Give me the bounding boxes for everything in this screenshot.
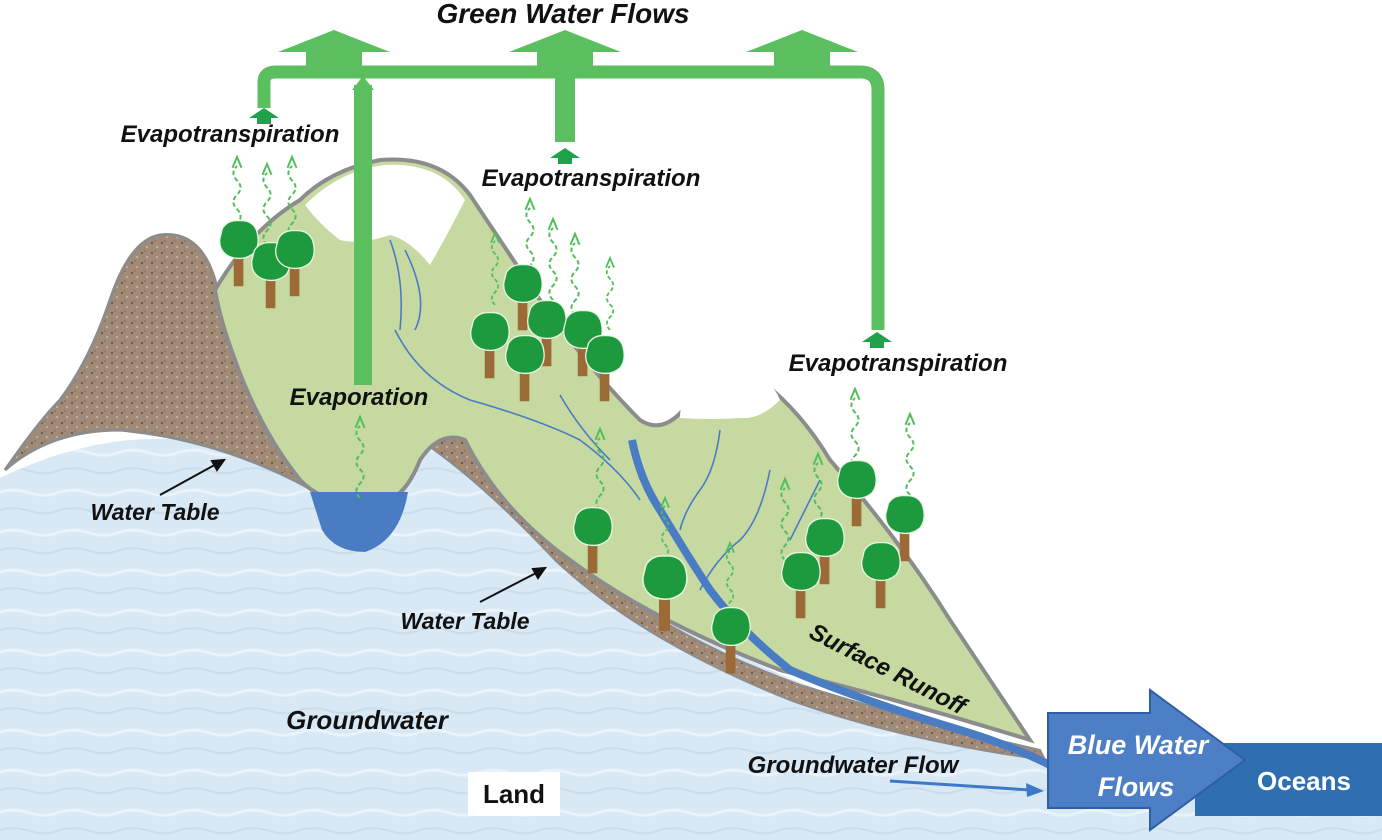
label-evapotranspiration-left: Evapotranspiration: [121, 121, 340, 148]
lake: [310, 492, 408, 552]
streams: [389, 239, 821, 591]
snow-cap-right: [680, 367, 780, 419]
evaporation-arrowhead: [352, 76, 374, 90]
label-blue-water-line2: Flows: [1098, 772, 1175, 802]
label-evaporation: Evaporation: [290, 384, 429, 411]
label-land: Land: [483, 779, 545, 809]
center-flow-column: [555, 70, 575, 142]
title: Green Water Flows: [436, 0, 689, 29]
label-blue-water-line1: Blue Water: [1068, 730, 1210, 760]
label-groundwater-flow: Groundwater Flow: [748, 752, 960, 779]
main-river: [628, 439, 1052, 769]
blue-water-arrow: [1047, 688, 1247, 832]
label-oceans: Oceans: [1257, 766, 1351, 796]
label-evapotranspiration-center: Evapotranspiration: [482, 165, 701, 192]
groundwater-flow-arrow: [889, 779, 1044, 797]
top-arrows: [278, 30, 858, 72]
label-groundwater: Groundwater: [286, 705, 450, 735]
small-arrow-right-icon: [862, 332, 892, 348]
water-table-pointers: [159, 458, 548, 603]
small-arrow-center-icon: [550, 148, 580, 164]
label-evapotranspiration-right: Evapotranspiration: [789, 350, 1008, 377]
snow-cap-left: [305, 164, 465, 265]
evaporation-column: [354, 85, 372, 385]
label-water-table-upper: Water Table: [90, 499, 219, 525]
land-label-box: [468, 772, 560, 816]
label-water-table-lower: Water Table: [400, 608, 529, 634]
